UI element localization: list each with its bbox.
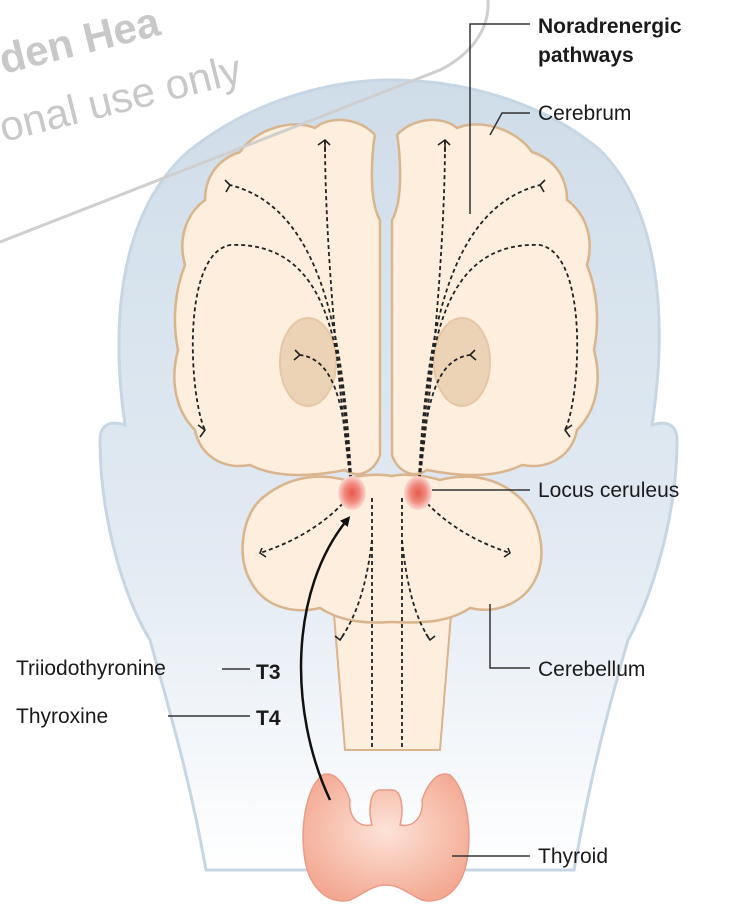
label-noradrenergic-pathways-line2: pathways (538, 45, 634, 66)
locus-ceruleus-right (404, 476, 432, 510)
label-locus-ceruleus: Locus ceruleus (538, 480, 679, 501)
label-noradrenergic-pathways-line1: Noradrenergic (538, 16, 682, 37)
label-thyroid: Thyroid (538, 846, 608, 867)
label-cerebrum: Cerebrum (538, 103, 631, 124)
label-t4: T4 (256, 708, 281, 729)
label-triiodothyronine: Triiodothyronine (16, 658, 166, 679)
label-t3: T3 (256, 662, 281, 683)
cerebellum (243, 475, 542, 623)
label-thyroxine: Thyroxine (16, 706, 108, 727)
ventricle-left (280, 318, 336, 406)
ventricle-right (434, 318, 490, 406)
locus-ceruleus-left (338, 476, 366, 510)
label-cerebellum: Cerebellum (538, 659, 645, 680)
